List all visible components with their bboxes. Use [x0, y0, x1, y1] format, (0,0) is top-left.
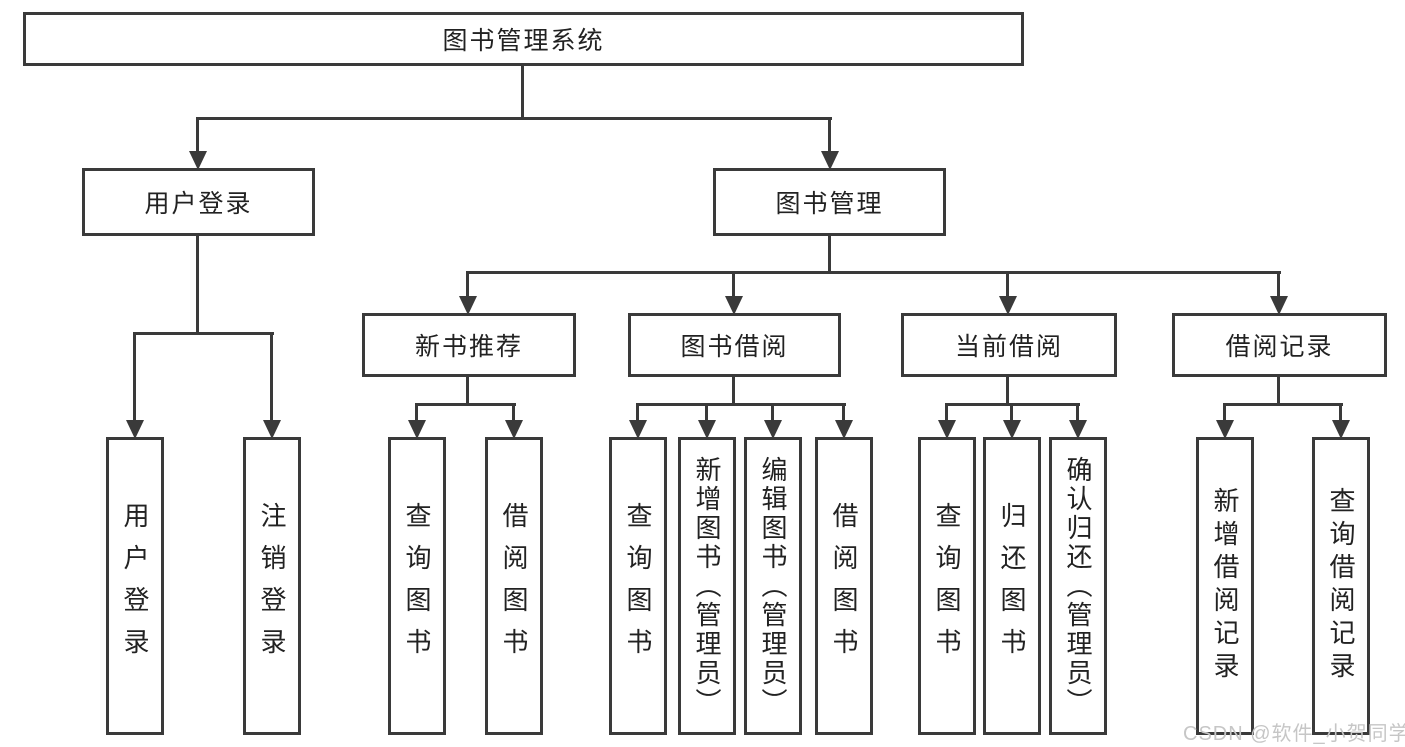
connector-line [636, 403, 639, 427]
connector-line [828, 117, 831, 157]
connector-line [732, 377, 735, 406]
leaf-query-books-current: 查询图书 [918, 437, 976, 735]
node-root-label: 图书管理系统 [442, 27, 605, 55]
arrow-down-icon [999, 296, 1017, 315]
leaf-borrow-books-label: 借阅图书 [829, 502, 859, 670]
node-user-login: 用户登录 [82, 168, 315, 236]
arrow-down-icon [821, 151, 839, 170]
arrow-down-icon [1332, 420, 1350, 439]
node-borrow-records: 借阅记录 [1172, 313, 1387, 377]
node-current-borrow: 当前借阅 [901, 313, 1117, 377]
arrow-down-icon [835, 420, 853, 439]
leaf-borrow-books: 借阅图书 [815, 437, 873, 735]
arrow-down-icon [725, 296, 743, 315]
node-book-management-label: 图书管理 [775, 190, 884, 218]
arrow-down-icon [505, 420, 523, 439]
connector-line [1006, 271, 1009, 303]
leaf-query-books-borrow-label: 查询图书 [623, 502, 653, 670]
leaf-user-login: 用户登录 [106, 437, 164, 735]
leaf-query-books-current-label: 查询图书 [932, 502, 962, 670]
arrow-down-icon [764, 420, 782, 439]
arrow-down-icon [263, 420, 281, 439]
connector-line [466, 377, 469, 406]
connector-line [133, 332, 274, 335]
node-borrow-records-label: 借阅记录 [1225, 333, 1334, 361]
connector-line [945, 403, 948, 427]
leaf-confirm-return-admin: 确认归还（管理员） [1049, 437, 1107, 735]
connector-line [1223, 403, 1226, 427]
connector-line [521, 66, 524, 119]
arrow-down-icon [408, 420, 426, 439]
arrow-down-icon [698, 420, 716, 439]
node-new-book-recommend-label: 新书推荐 [414, 333, 523, 361]
connector-line [133, 332, 136, 424]
connector-line [512, 403, 515, 427]
leaf-user-login-label: 用户登录 [120, 502, 150, 670]
connector-line [466, 271, 469, 303]
connector-line [636, 403, 846, 406]
connector-line [842, 403, 845, 427]
arrow-down-icon [938, 420, 956, 439]
leaf-borrow-books-recommend-label: 借阅图书 [499, 502, 529, 670]
arrow-down-icon [1270, 296, 1288, 315]
connector-line [466, 271, 1281, 274]
connector-line [1223, 403, 1343, 406]
leaf-logout-label: 注销登录 [257, 502, 287, 670]
leaf-edit-books-admin-label: 编辑图书（管理员） [758, 455, 788, 717]
leaf-add-borrow-record: 新增借阅记录 [1196, 437, 1254, 735]
leaf-add-borrow-record-label: 新增借阅记录 [1210, 487, 1240, 685]
node-root: 图书管理系统 [23, 12, 1024, 66]
node-user-login-label: 用户登录 [144, 190, 253, 218]
leaf-query-books-recommend-label: 查询图书 [402, 502, 432, 670]
leaf-logout: 注销登录 [243, 437, 301, 735]
connector-line [1277, 271, 1280, 303]
connector-line [415, 403, 418, 427]
arrow-down-icon [126, 420, 144, 439]
connector-line [732, 271, 735, 303]
connector-line [1339, 403, 1342, 427]
arrow-down-icon [1069, 420, 1087, 439]
leaf-borrow-books-recommend: 借阅图书 [485, 437, 543, 735]
node-current-borrow-label: 当前借阅 [954, 333, 1063, 361]
leaf-add-books-admin: 新增图书（管理员） [678, 437, 736, 735]
connector-line [197, 117, 832, 120]
arrow-down-icon [459, 296, 477, 315]
connector-line [705, 403, 708, 427]
arrow-down-icon [1216, 420, 1234, 439]
node-book-management: 图书管理 [713, 168, 946, 236]
connector-line [828, 235, 831, 273]
node-new-book-recommend: 新书推荐 [362, 313, 576, 377]
leaf-edit-books-admin: 编辑图书（管理员） [744, 437, 802, 735]
connector-line [415, 403, 516, 406]
leaf-query-books-borrow: 查询图书 [609, 437, 667, 735]
connector-line [1277, 377, 1280, 406]
leaf-return-books: 归还图书 [983, 437, 1041, 735]
node-book-borrow: 图书借阅 [628, 313, 841, 377]
leaf-query-borrow-record-label: 查询借阅记录 [1326, 487, 1356, 685]
connector-line [1010, 403, 1013, 427]
leaf-confirm-return-admin-label: 确认归还（管理员） [1063, 455, 1093, 717]
node-book-borrow-label: 图书借阅 [680, 333, 789, 361]
connector-line [270, 332, 273, 424]
csdn-watermark: CSDN @软件_小贺同学 [1183, 723, 1405, 745]
arrow-down-icon [189, 151, 207, 170]
arrow-down-icon [629, 420, 647, 439]
connector-line [196, 235, 199, 335]
connector-line [196, 117, 199, 157]
arrow-down-icon [1003, 420, 1021, 439]
leaf-query-borrow-record: 查询借阅记录 [1312, 437, 1370, 735]
leaf-return-books-label: 归还图书 [997, 502, 1027, 670]
leaf-query-books-recommend: 查询图书 [388, 437, 446, 735]
connector-line [1076, 403, 1079, 427]
connector-line [1006, 377, 1009, 406]
connector-line [771, 403, 774, 427]
leaf-add-books-admin-label: 新增图书（管理员） [692, 455, 722, 717]
